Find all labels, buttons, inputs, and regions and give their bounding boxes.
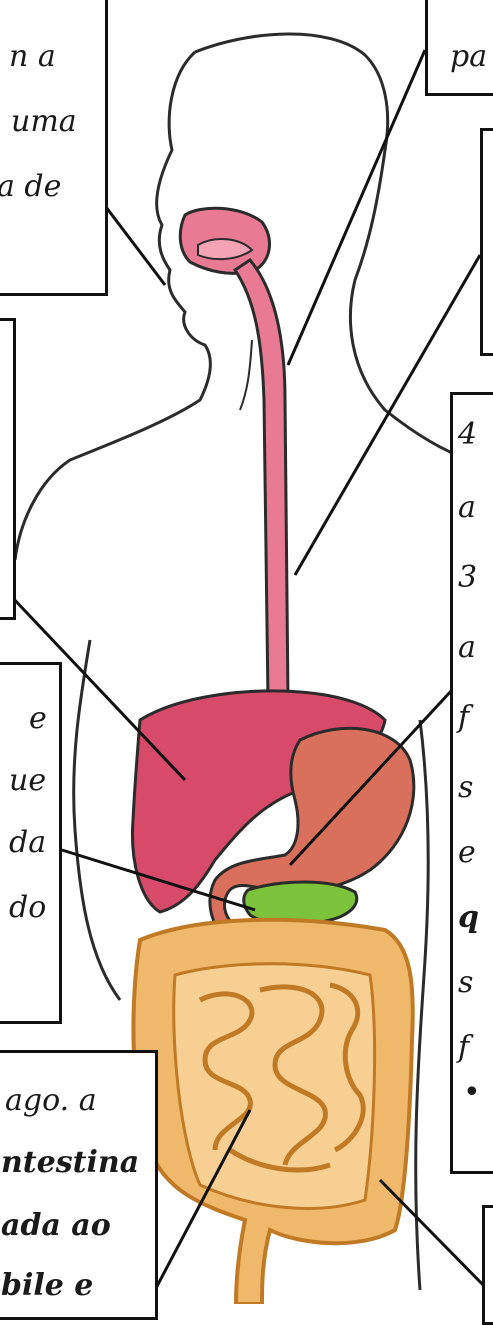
label-box-pharynx-line-1: pa <box>450 39 487 74</box>
label-box-mouth-line-3: a de <box>0 169 61 204</box>
label-box-stomach-line-2: a <box>458 490 476 525</box>
label-box-small-intestine: ago. a ntestina ada ao bile e <box>0 1050 158 1320</box>
label-box-mouth-line-2: uma <box>11 104 77 139</box>
label-box-mouth: n a uma a de <box>0 0 108 296</box>
label-box-stomach-line-7: e <box>458 835 476 870</box>
label-box-liver: e ue da do <box>0 662 62 1024</box>
label-box-stomach-line-4: a <box>458 630 476 665</box>
label-box-stomach-line-3: 3 <box>458 560 477 595</box>
label-box-left-mid <box>0 318 16 620</box>
label-box-stomach-line-5: f <box>458 700 469 735</box>
label-box-liver-line-4: do <box>9 890 46 925</box>
right-torso <box>416 720 429 1290</box>
label-box-liver-line-2: ue <box>9 763 46 798</box>
label-box-stomach-line-8: q <box>458 900 479 935</box>
label-box-stomach-line-1: 4 <box>458 417 477 452</box>
label-box-stomach-line-10: f <box>458 1030 469 1065</box>
label-box-mouth-line-1: n a <box>9 39 56 74</box>
label-box-stomach-line-6: s <box>458 770 473 805</box>
label-box-esophagus <box>480 128 493 356</box>
left-torso <box>74 640 120 1000</box>
label-box-small-intestine-line-1: ago. a <box>5 1083 97 1118</box>
label-box-pharynx: pa <box>425 0 493 96</box>
label-box-stomach-line-9: s <box>458 965 473 1000</box>
label-box-large-intestine <box>482 1205 493 1325</box>
esophagus <box>235 260 310 752</box>
label-box-liver-line-3: da <box>9 825 46 860</box>
label-box-small-intestine-line-3: ada ao <box>1 1208 111 1243</box>
label-box-small-intestine-line-4: bile e <box>1 1268 93 1303</box>
label-box-stomach-line-11: • <box>463 1075 481 1110</box>
label-box-liver-line-1: e <box>29 701 47 736</box>
neck-line <box>240 340 252 410</box>
label-box-small-intestine-line-2: ntestina <box>1 1145 139 1180</box>
label-box-stomach: 4 a 3 a f s e q s f • <box>450 392 493 1174</box>
